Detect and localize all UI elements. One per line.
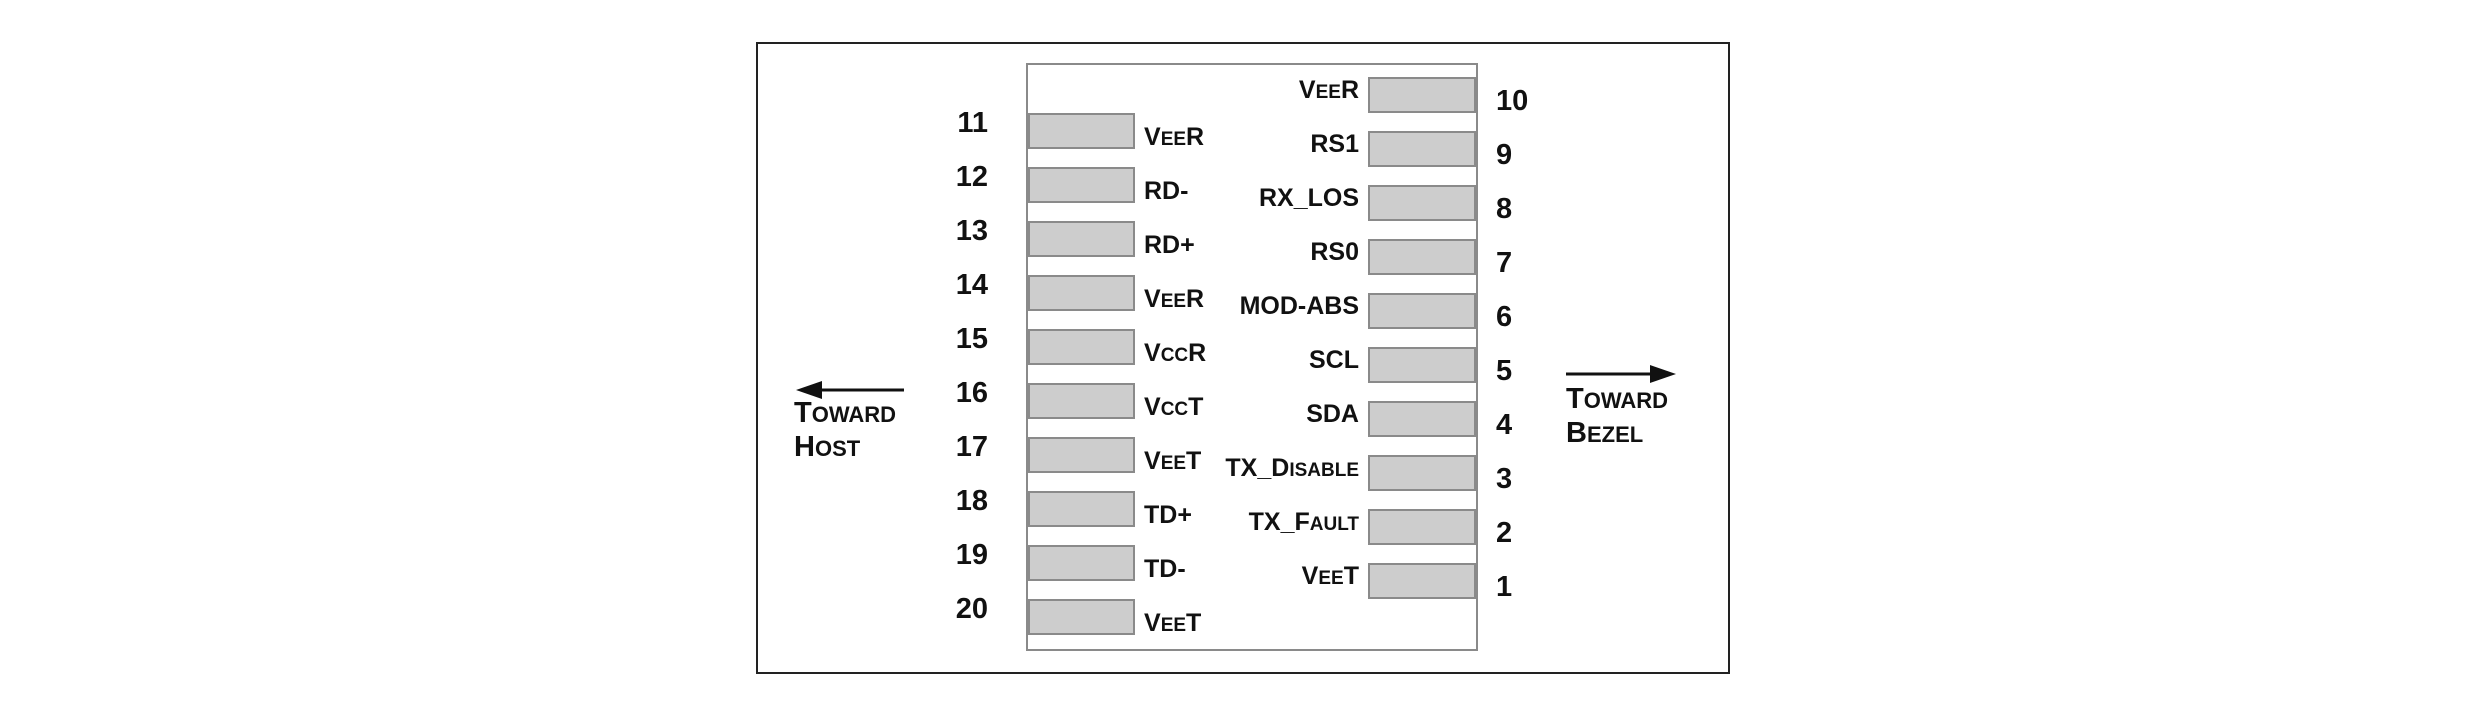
pin-pad-9 [1368, 131, 1476, 167]
pin-pad-18 [1028, 491, 1135, 527]
pin-number-15: 15 [956, 323, 988, 355]
pin-label-15: VCCR [1144, 339, 1206, 367]
pin-number-1: 1 [1496, 571, 1512, 603]
pin-pad-15 [1028, 329, 1135, 365]
pin-number-17: 17 [956, 431, 988, 463]
pin-label-17: VEET [1144, 447, 1201, 475]
pin-pad-5 [1368, 347, 1476, 383]
pin-pad-10 [1368, 77, 1476, 113]
toward-host-label-line1: TOWARD [794, 397, 896, 429]
toward-host-arrow-head [796, 381, 822, 399]
pin-pad-17 [1028, 437, 1135, 473]
pin-pad-1 [1368, 563, 1476, 599]
pin-label-16: VCCT [1144, 393, 1203, 421]
pin-pad-16 [1028, 383, 1135, 419]
pin-label-7: RS0 [1310, 238, 1359, 266]
pin-label-11: VEER [1144, 123, 1204, 151]
pin-pad-11 [1028, 113, 1135, 149]
pin-label-19: TD- [1144, 555, 1186, 583]
pin-number-9: 9 [1496, 139, 1512, 171]
pin-pad-20 [1028, 599, 1135, 635]
pin-number-7: 7 [1496, 247, 1512, 279]
pin-pad-14 [1028, 275, 1135, 311]
pin-number-13: 13 [956, 215, 988, 247]
pin-pad-12 [1028, 167, 1135, 203]
pin-label-13: RD+ [1144, 231, 1195, 259]
toward-host-indicator: TOWARD HOST [794, 381, 904, 463]
pin-label-4: SDA [1306, 400, 1359, 428]
pin-pad-3 [1368, 455, 1476, 491]
toward-bezel-indicator: TOWARD BEZEL [1566, 365, 1676, 449]
pin-pad-19 [1028, 545, 1135, 581]
toward-bezel-arrow-head [1650, 365, 1676, 383]
toward-bezel-label-line1: TOWARD [1566, 383, 1668, 415]
pin-number-3: 3 [1496, 463, 1512, 495]
pin-label-9: RS1 [1310, 130, 1359, 158]
pin-number-10: 10 [1496, 85, 1528, 117]
pin-number-2: 2 [1496, 517, 1512, 549]
pin-number-14: 14 [956, 269, 988, 301]
pin-number-11: 11 [957, 107, 988, 139]
right-pin-group: 10VEER9RS18RX_LOS7RS06MOD-ABS5SCL4SDA3TX… [1225, 76, 1528, 603]
toward-host-label-line2: HOST [794, 431, 861, 463]
pin-number-12: 12 [956, 161, 988, 193]
pin-label-6: MOD-ABS [1240, 292, 1359, 320]
pin-number-19: 19 [956, 539, 988, 571]
pin-number-8: 8 [1496, 193, 1512, 225]
pin-label-3: TX_DISABLE [1225, 454, 1359, 482]
pin-pad-4 [1368, 401, 1476, 437]
pin-label-2: TX_FAULT [1249, 508, 1360, 536]
pin-number-16: 16 [956, 377, 988, 409]
pin-label-5: SCL [1309, 346, 1359, 374]
pin-pad-13 [1028, 221, 1135, 257]
pin-label-18: TD+ [1144, 501, 1192, 529]
pin-number-5: 5 [1496, 355, 1512, 387]
pin-number-20: 20 [956, 593, 988, 625]
pin-number-6: 6 [1496, 301, 1512, 333]
pin-label-1: VEET [1302, 562, 1359, 590]
pin-label-12: RD- [1144, 177, 1188, 205]
toward-bezel-label-line2: BEZEL [1566, 417, 1643, 449]
pin-pad-6 [1368, 293, 1476, 329]
pin-label-8: RX_LOS [1259, 184, 1359, 212]
pin-pad-2 [1368, 509, 1476, 545]
pin-label-14: VEER [1144, 285, 1204, 313]
pin-label-20: VEET [1144, 609, 1201, 637]
pin-pad-8 [1368, 185, 1476, 221]
pin-number-18: 18 [956, 485, 988, 517]
pin-number-4: 4 [1496, 409, 1512, 441]
pin-pad-7 [1368, 239, 1476, 275]
pin-label-10: VEER [1299, 76, 1359, 104]
